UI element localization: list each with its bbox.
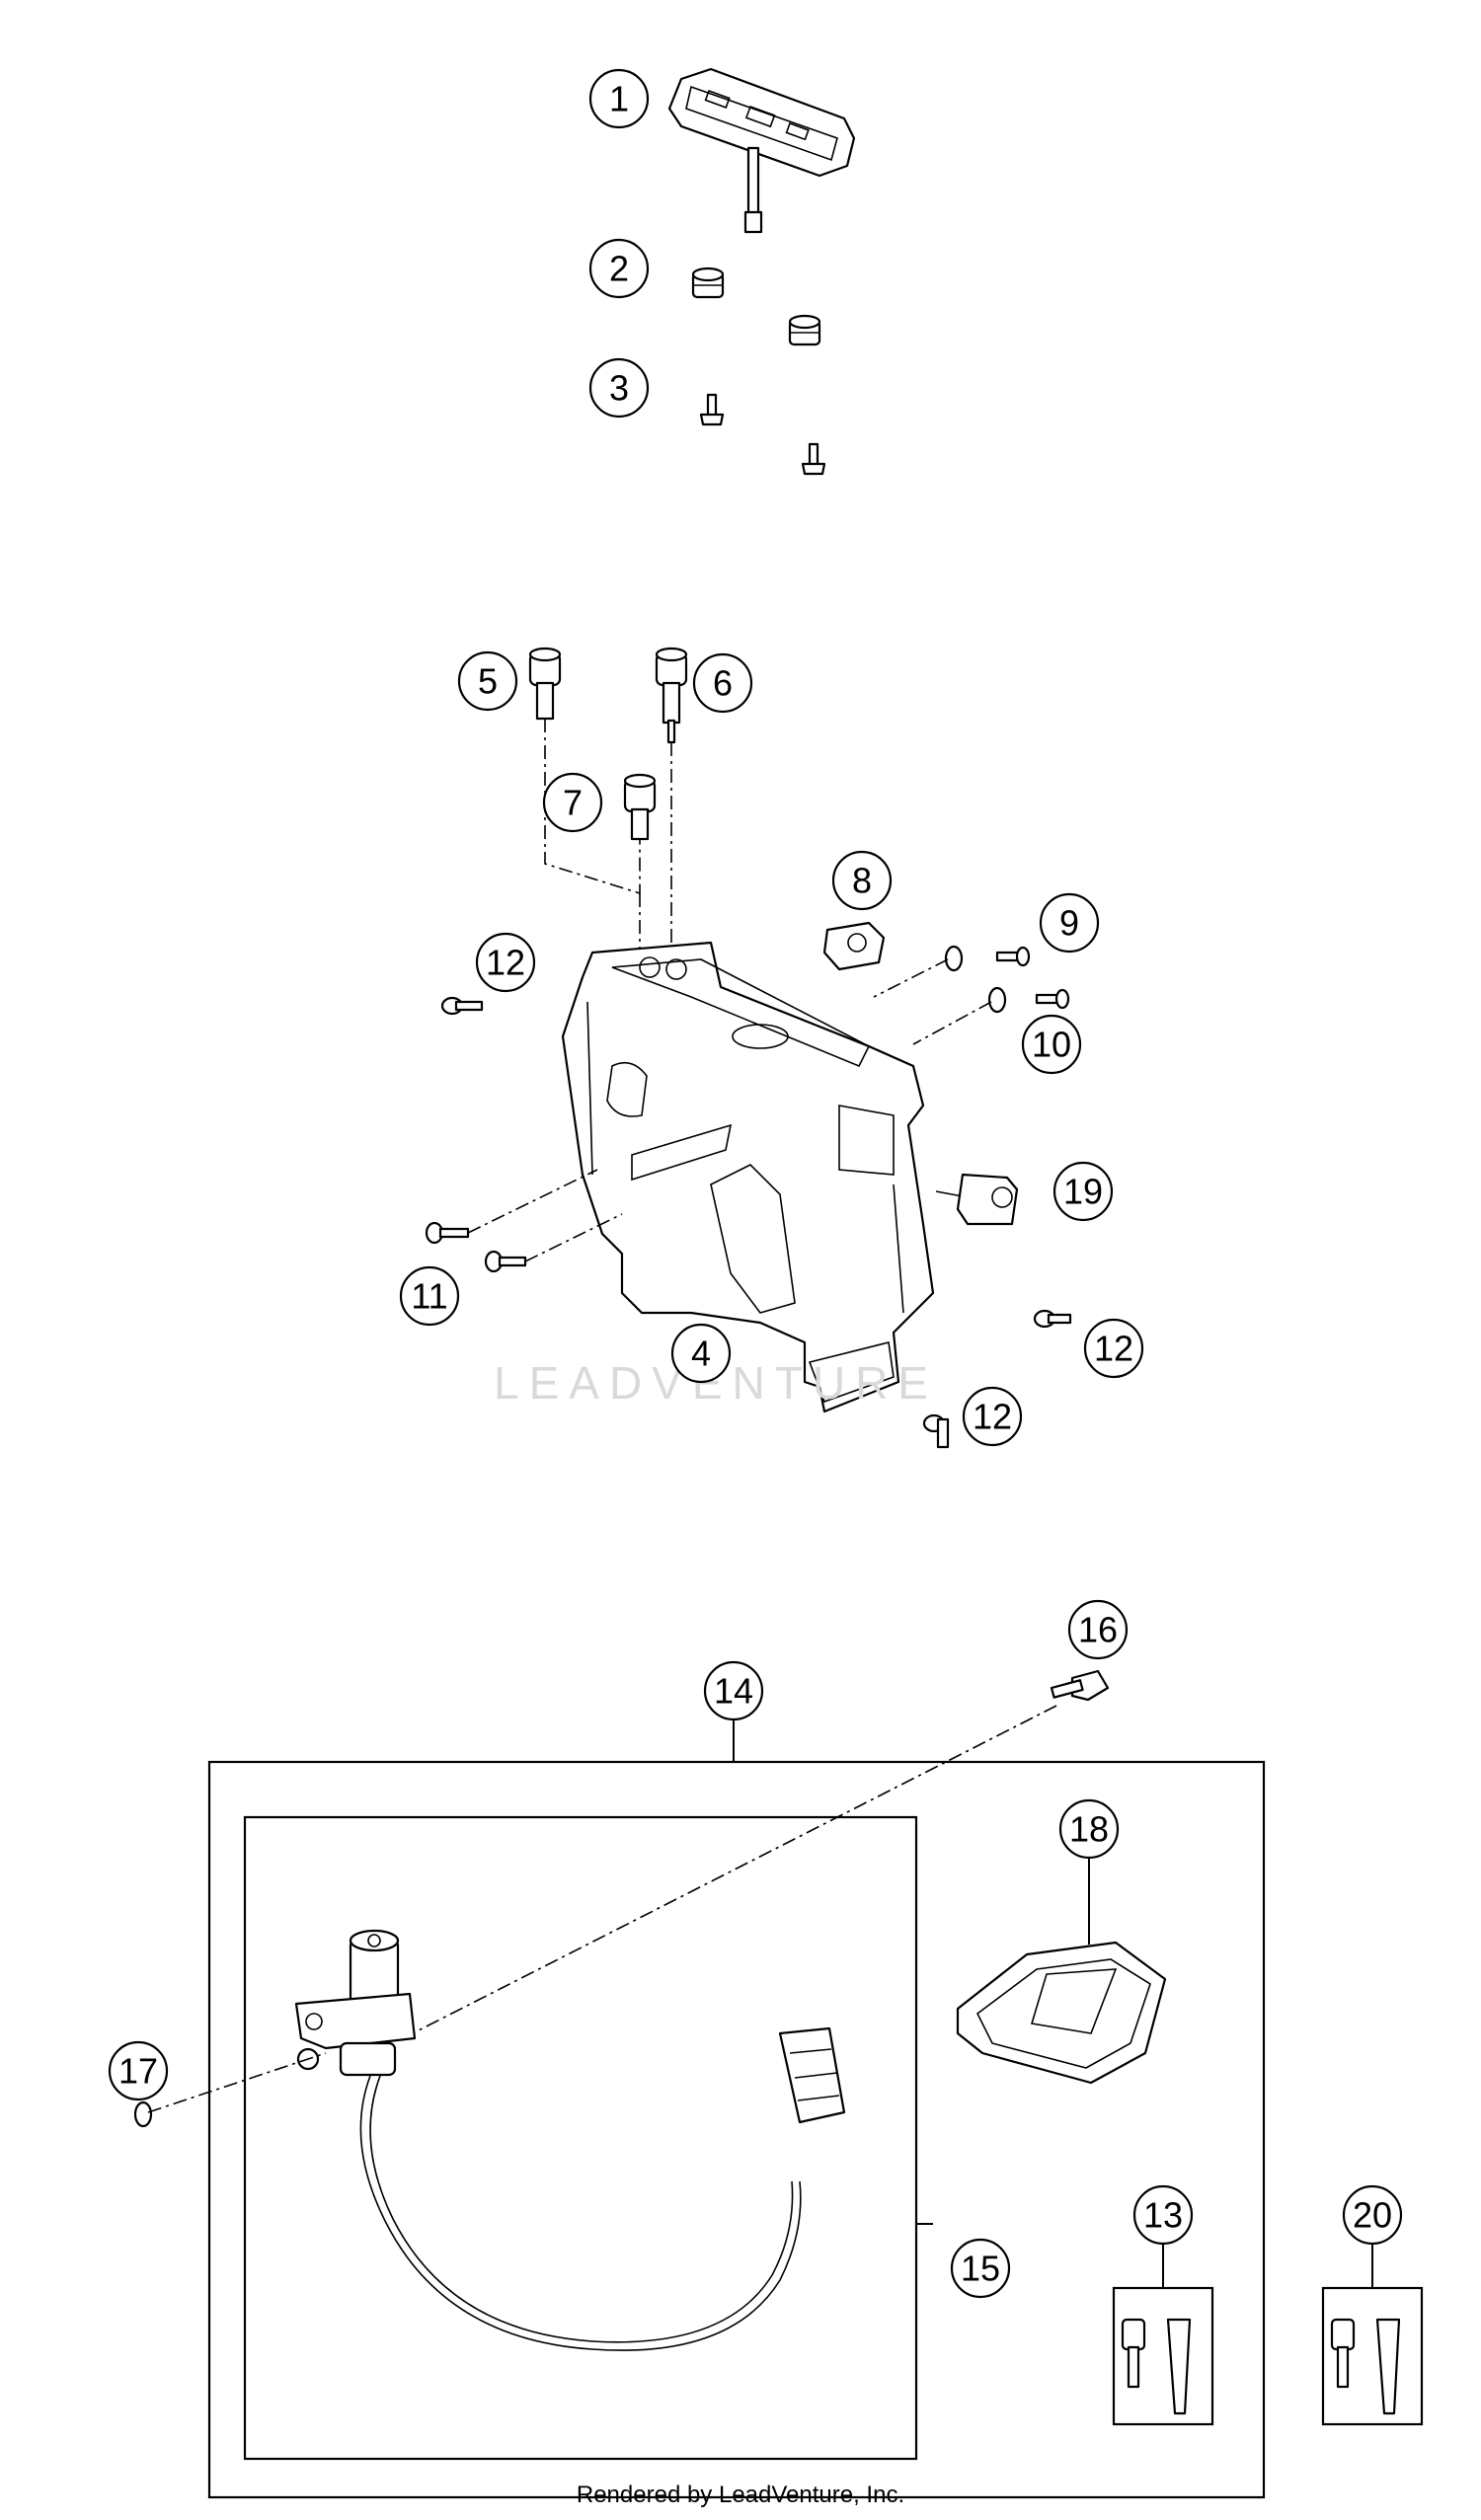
screw-alignment-lines [544,719,672,953]
svg-text:9: 9 [1059,903,1079,944]
callout-12-b: 12 [1083,1318,1144,1379]
callout-2: 2 [588,238,650,299]
svg-text:12: 12 [486,943,525,983]
callout-12-c: 12 [962,1386,1023,1447]
callout-20: 20 [1342,2184,1403,2246]
callout-7: 7 [542,772,603,833]
part-1-speedometer [667,67,856,234]
callout-9: 9 [1039,892,1100,954]
svg-text:4: 4 [691,1334,711,1374]
part-18-transponder [956,1941,1167,2085]
callout-16: 16 [1067,1599,1129,1660]
svg-text:10: 10 [1032,1025,1071,1065]
part-17-washer [133,2052,327,2128]
part-11-screws [425,1169,623,1273]
callout-8: 8 [831,850,893,911]
callout-12-a: 12 [475,932,536,993]
part-10-screw-washer [912,986,1070,1045]
part-5-screw [528,647,562,721]
svg-text:11: 11 [411,1276,447,1317]
part-15-ignition-lock [294,1929,846,2351]
svg-text:17: 17 [118,2051,158,2092]
leader-lines [733,1690,1373,2288]
svg-text:16: 16 [1078,1610,1118,1650]
part-15-frame [243,1815,918,2461]
part-2-grommets [691,267,821,346]
svg-text:18: 18 [1069,1809,1109,1850]
svg-text:19: 19 [1063,1172,1103,1212]
callout-14: 14 [703,1660,764,1721]
svg-text:20: 20 [1353,2195,1392,2236]
svg-text:3: 3 [609,368,629,409]
callout-17: 17 [108,2040,169,2101]
part-4-bracket [561,941,935,1413]
part-3-screws [699,393,826,476]
callout-5: 5 [457,650,518,712]
svg-text:1: 1 [609,79,629,119]
svg-text:5: 5 [478,661,498,702]
part-14-frame [207,1760,1266,2499]
callout-3: 3 [588,357,650,419]
footer-credit: Rendered by LeadVenture, Inc. [577,2482,904,2508]
part-19-connector [935,1173,1019,1226]
callout-1: 1 [588,68,650,129]
callout-13: 13 [1132,2184,1194,2246]
callout-4: 4 [670,1323,732,1384]
svg-text:13: 13 [1143,2195,1183,2236]
part-8-clip-nut [822,921,886,971]
part-7-screw [623,773,657,841]
part-6-screw [655,647,688,744]
part-12-screw-c [922,1413,950,1449]
svg-text:6: 6 [713,663,733,704]
part-12-screw-b [1033,1309,1072,1329]
callout-19: 19 [1052,1161,1114,1222]
part-9-screw-washer [873,945,1031,998]
part-16-bolt [412,1669,1110,2034]
part-12-screw-a [440,996,484,1016]
callout-6: 6 [692,652,753,714]
callout-18: 18 [1058,1798,1120,1860]
svg-text:15: 15 [961,2249,1000,2289]
part-13-keys [1121,2318,1192,2415]
svg-text:2: 2 [609,249,629,289]
part-20-keys [1330,2318,1401,2415]
callout-15: 15 [950,2238,1011,2299]
svg-text:14: 14 [714,1671,753,1712]
svg-text:7: 7 [563,783,583,823]
svg-text:12: 12 [973,1397,1012,1437]
callout-10: 10 [1021,1014,1082,1075]
svg-text:8: 8 [852,861,872,901]
svg-text:12: 12 [1094,1329,1133,1369]
callout-11: 11 [399,1265,460,1327]
